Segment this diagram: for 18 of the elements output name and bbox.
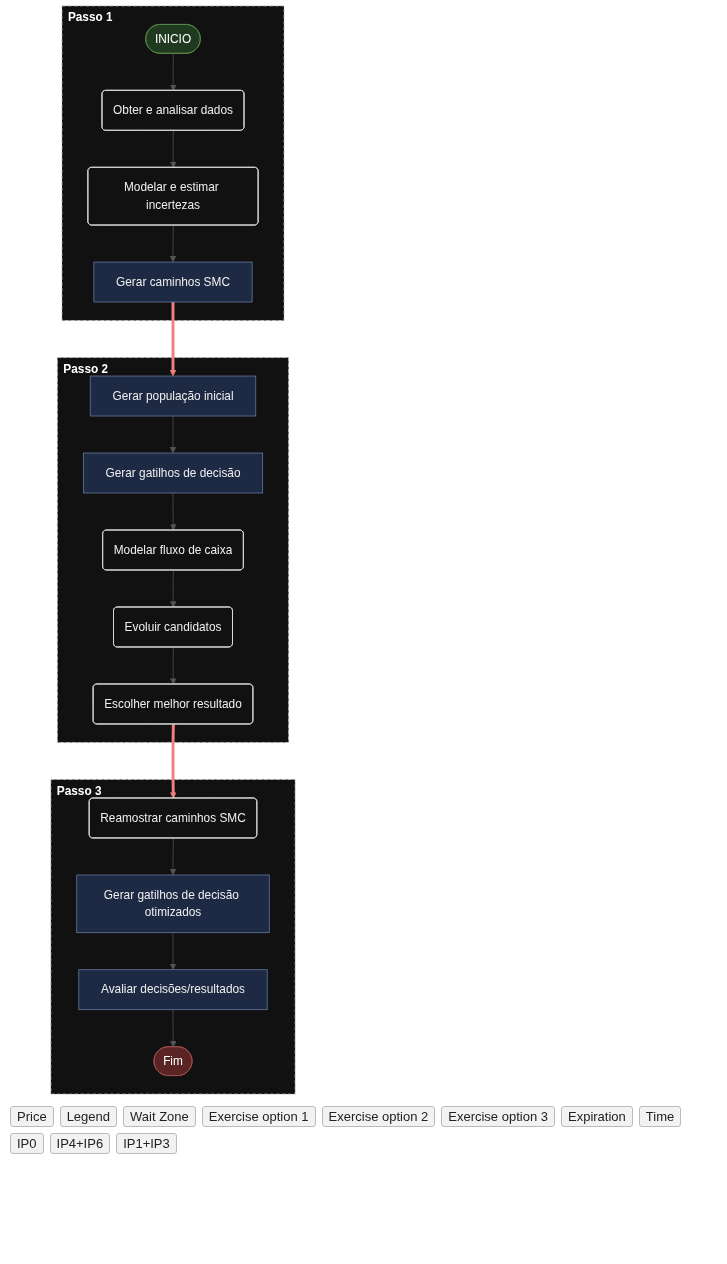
chart-label: IP0 — [10, 1133, 44, 1154]
chart-label: Legend — [59, 1106, 117, 1127]
node-box: Gerar caminhos SMC — [93, 261, 253, 303]
chart-label: IP4+IP6 — [49, 1133, 111, 1154]
arrow — [169, 302, 177, 377]
chart-label: IP1+IP3 — [116, 1133, 177, 1154]
chart-label: Exercise option 3 — [441, 1106, 555, 1127]
chart-label: Wait Zone — [123, 1106, 196, 1127]
chart-label: Exercise option 1 — [201, 1106, 316, 1127]
chart-label: Price — [10, 1106, 54, 1127]
chart-label: Exercise option 2 — [321, 1106, 436, 1127]
arrow — [170, 724, 177, 799]
node-box: Avaliar decisões/resultados — [78, 969, 268, 1011]
node-box: Gerar gatilhos de decisão otimizados — [76, 874, 270, 934]
chart-label: Time — [638, 1106, 682, 1127]
node-box: Gerar gatilhos de decisão — [82, 452, 264, 494]
node-box: Gerar população inicial — [89, 375, 257, 417]
chart-label: Expiration — [561, 1106, 633, 1127]
